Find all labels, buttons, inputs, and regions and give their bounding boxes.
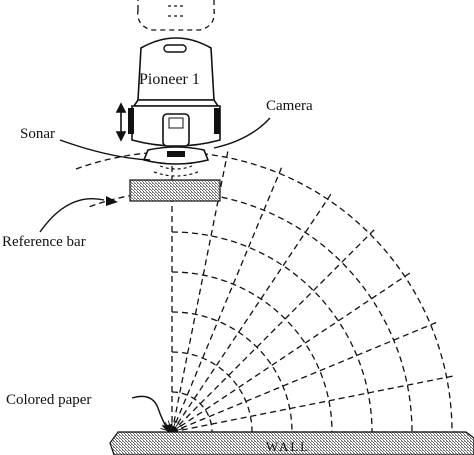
colored-paper-leader-line: [131, 395, 169, 431]
colored-paper-label: Colored paper: [6, 392, 91, 408]
up-down-arrow-icon: [115, 102, 127, 142]
camera-label: Camera: [266, 98, 313, 114]
paper-fan-line: [171, 420, 177, 433]
wall: [109, 431, 474, 455]
sonar-range-arc: [171, 151, 453, 433]
sonar-leader-line: [59, 139, 151, 161]
sonar-range-arc: [171, 191, 413, 433]
right-wheel: [214, 108, 220, 134]
camera-leader-line: [213, 117, 271, 149]
paper-fan-line: [171, 424, 182, 433]
sonar-ray-line: [171, 190, 334, 433]
wall-label: WALL: [266, 439, 310, 454]
reference-bar: [129, 179, 221, 202]
sonar-ray-line: [171, 270, 414, 433]
robot-handle-slot: [163, 44, 187, 53]
paper-fan-line: [171, 422, 180, 433]
camera-module: [162, 113, 190, 147]
sonar-range-arc: [171, 351, 253, 433]
reference-bar-arrow-icon: [106, 196, 118, 206]
sonar-range-arc: [171, 391, 213, 433]
leader-lines: [39, 117, 271, 431]
sonar-sensor: [167, 151, 185, 157]
left-wheel: [128, 108, 134, 134]
sonar-ray-line: [171, 374, 457, 433]
reference-bar-label: Reference bar: [2, 234, 86, 250]
sonar-range-arc: [171, 311, 293, 433]
sonar-ray-line: [171, 163, 284, 433]
reference-bar-leader-line: [39, 198, 105, 233]
sonar-ray-line: [171, 226, 378, 433]
sonar-label: Sonar: [20, 126, 55, 142]
robot-dashed-top: [137, 0, 215, 31]
sonar-ray-line: [171, 320, 441, 433]
sonar-range-arc: [171, 231, 373, 433]
paper-fan-line: [171, 427, 184, 433]
robot-name-label: Pioneer 1: [139, 71, 200, 88]
robot-pioneer-1: [115, 37, 221, 177]
